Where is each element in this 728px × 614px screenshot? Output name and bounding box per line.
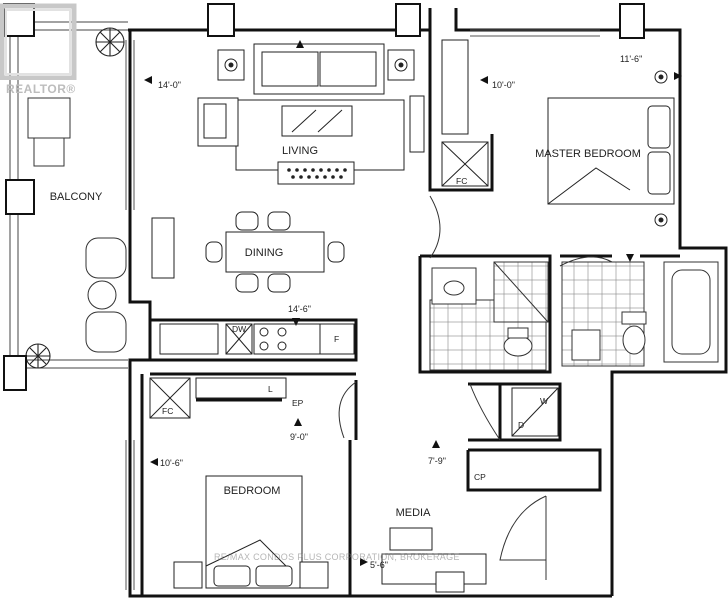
bathroom-ensuite [429, 261, 549, 371]
room-label-dining: DINING [245, 247, 284, 259]
label-fc-master: FC [456, 176, 467, 186]
realtor-logo: REALTOR® [0, 0, 92, 104]
label-fridge: F [334, 334, 339, 344]
bathroom-main [561, 261, 719, 367]
living-tv-console [287, 168, 347, 179]
label-closet-pantry: CP [474, 472, 486, 482]
dimension-arrows [144, 40, 682, 566]
realtor-logo-text: REALTOR® [6, 82, 76, 96]
dim-media-width: 5'-6" [370, 560, 388, 570]
balcony-chair-top [27, 97, 71, 167]
dim-living-width: 14'-0" [158, 80, 181, 90]
dim-hall-length: 7'-9" [428, 456, 446, 466]
balcony-lounge-set [85, 237, 127, 353]
master-closet [441, 39, 489, 187]
dining-table [151, 211, 345, 293]
realtor-logo-mark [0, 3, 77, 81]
label-electrical-panel: EP [292, 398, 304, 408]
lamp-icon [181, 58, 668, 583]
master-bed [547, 97, 675, 205]
room-label-master-bedroom: MASTER BEDROOM [535, 148, 641, 160]
kitchen-counter [159, 323, 355, 355]
label-washer: W [540, 396, 548, 406]
door-swings [338, 195, 613, 580]
laundry-units [511, 387, 559, 437]
dim-master-length: 11'-6" [620, 54, 642, 64]
label-fc-bedroom: FC [162, 406, 173, 416]
label-dryer: D [518, 420, 524, 430]
bedroom-bed [173, 475, 329, 589]
fc-closet-bedroom [149, 377, 287, 419]
dim-kitchen-length: 14'-6" [288, 304, 311, 314]
walls [128, 8, 728, 598]
room-label-bedroom: BEDROOM [224, 485, 281, 497]
label-dishwasher: DW [232, 324, 246, 334]
dim-master-width: 10'-0" [492, 80, 515, 90]
brokerage-watermark: RE/MAX CONDOS PLUS CORPORATION, BROKERAG… [214, 552, 460, 562]
windows [125, 29, 600, 590]
label-linen: L [268, 384, 273, 394]
media-desk [381, 527, 487, 593]
dim-bedroom-length: 9'-0" [290, 432, 308, 442]
living-furniture [197, 43, 425, 185]
room-label-balcony: BALCONY [50, 191, 103, 203]
room-label-media: MEDIA [396, 507, 432, 519]
room-label-living: LIVING [282, 145, 318, 157]
dim-bedroom-width: 10'-6" [160, 458, 183, 468]
labels: LIVING DINING MASTER BEDROOM BALCONY BED… [50, 54, 643, 570]
